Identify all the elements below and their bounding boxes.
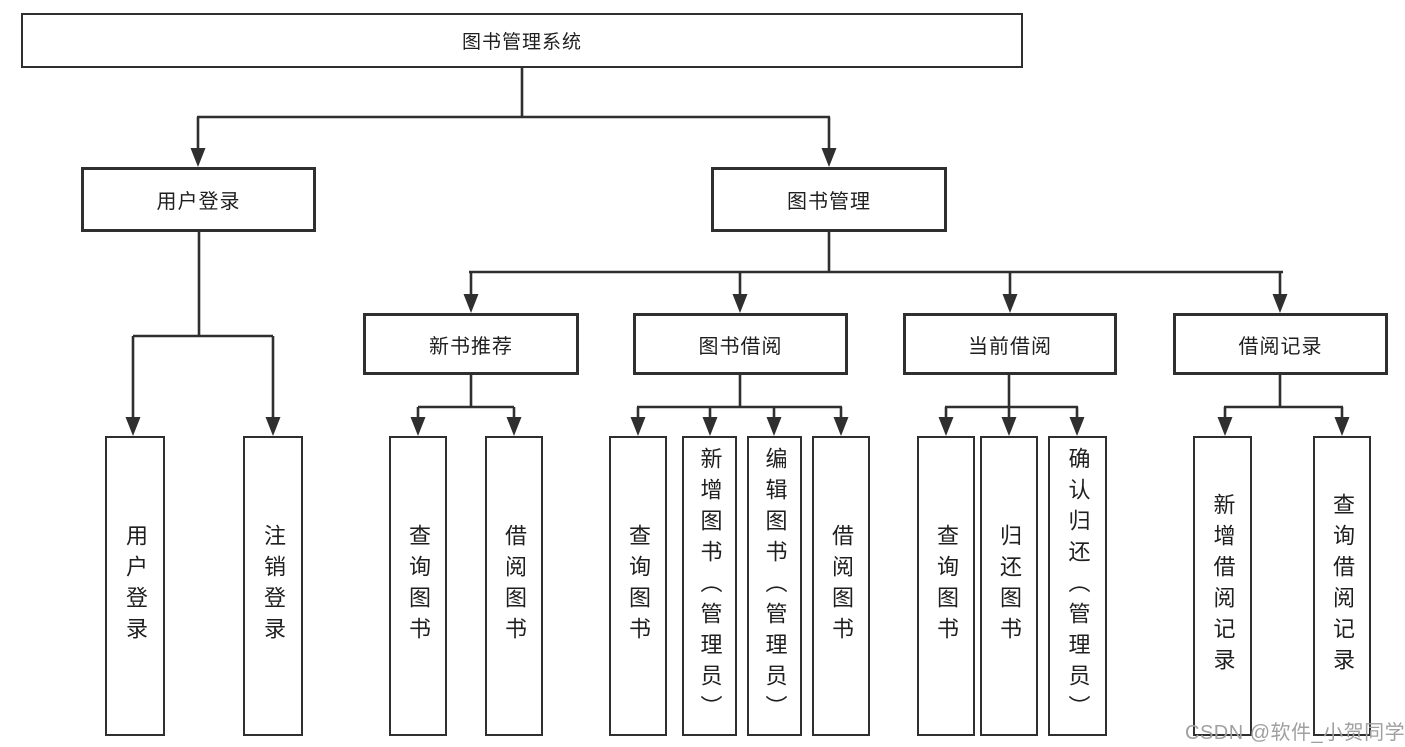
node-label: 图书管理 — [787, 191, 871, 213]
leaf-query-books-2: 查询图书 — [609, 436, 667, 736]
node-label: 借阅图书 — [829, 524, 854, 648]
leaf-edit-books-admin: 编辑图书（管理员） — [747, 436, 802, 736]
node-label: 当前借阅 — [968, 335, 1052, 358]
node-current-borrow: 当前借阅 — [903, 313, 1117, 375]
leaf-borrow-books-2: 借阅图书 — [812, 436, 870, 736]
node-label: 新增图书（管理员） — [697, 446, 723, 726]
leaf-add-books-admin: 新增图书（管理员） — [682, 436, 737, 736]
leaf-borrow-books-1: 借阅图书 — [485, 436, 543, 736]
leaf-query-borrow-record: 查询借阅记录 — [1313, 436, 1371, 736]
csdn-watermark: CSDN @软件_小贺同学 — [1185, 722, 1405, 744]
node-new-book-recommend: 新书推荐 — [363, 313, 579, 375]
leaf-add-borrow-record: 新增借阅记录 — [1193, 436, 1252, 736]
leaf-user-login: 用户登录 — [105, 436, 165, 736]
node-label: 用户登录 — [156, 191, 241, 213]
node-label: 归还图书 — [997, 524, 1022, 648]
node-borrow-records: 借阅记录 — [1173, 313, 1388, 375]
node-book-borrow: 图书借阅 — [633, 313, 848, 375]
node-book-management: 图书管理 — [711, 167, 947, 232]
node-label: 查询图书 — [934, 524, 959, 648]
leaf-return-books: 归还图书 — [980, 436, 1038, 736]
leaf-confirm-return-admin: 确认归还（管理员） — [1048, 436, 1107, 736]
node-label: 图书管理系统 — [461, 32, 582, 53]
node-label: 新书推荐 — [429, 335, 513, 358]
node-label: 查询图书 — [626, 524, 651, 648]
node-root: 图书管理系统 — [21, 13, 1023, 68]
leaf-query-books-3: 查询图书 — [917, 436, 975, 736]
node-user-login: 用户登录 — [81, 167, 316, 232]
node-label: 新增借阅记录 — [1210, 493, 1236, 679]
node-label: 确认归还（管理员） — [1065, 446, 1091, 726]
node-label: 编辑图书（管理员） — [762, 446, 788, 726]
node-label: 查询借阅记录 — [1330, 493, 1355, 679]
node-label: 借阅记录 — [1238, 335, 1323, 358]
leaf-logout: 注销登录 — [243, 436, 303, 736]
node-label: 图书借阅 — [698, 335, 783, 358]
node-label: 注销登录 — [261, 524, 286, 648]
leaf-query-books-1: 查询图书 — [389, 436, 447, 736]
node-label: 用户登录 — [123, 524, 148, 648]
node-label: 借阅图书 — [502, 524, 527, 648]
node-label: 查询图书 — [406, 524, 431, 648]
